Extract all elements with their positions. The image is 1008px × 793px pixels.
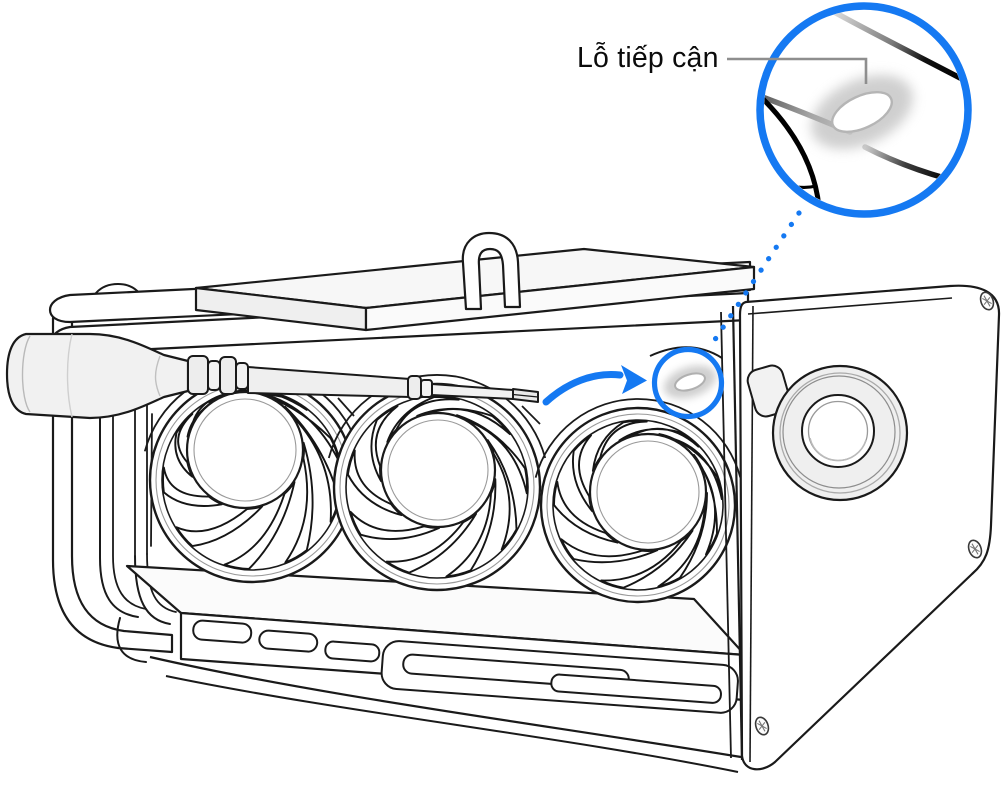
fan-frame-corners (337, 397, 541, 425)
highlight-circle (651, 346, 725, 420)
magnifier-callout (756, 2, 972, 218)
foot-wheel (771, 364, 909, 502)
access-hole-highlight (651, 346, 725, 420)
screwdriver-shaft (247, 366, 411, 398)
access-hole-label: Lỗ tiếp cận (577, 42, 719, 74)
fan-2 (327, 374, 547, 592)
side-panel (738, 284, 1001, 771)
access-hole-oval-magnified (831, 90, 893, 134)
dotted-leader-line (711, 210, 802, 344)
arrow-icon (542, 365, 647, 406)
base-frame (125, 564, 747, 773)
access-hole-oval (674, 372, 706, 392)
fan-3 (534, 398, 742, 604)
handle-loop (461, 231, 522, 311)
fan-1 (143, 368, 361, 584)
magnifier-circle (756, 2, 972, 218)
base-vent-slots (192, 619, 739, 714)
screwdriver-handle (5, 332, 190, 420)
label-leader-line (727, 57, 868, 84)
screwdriver (5, 332, 539, 420)
